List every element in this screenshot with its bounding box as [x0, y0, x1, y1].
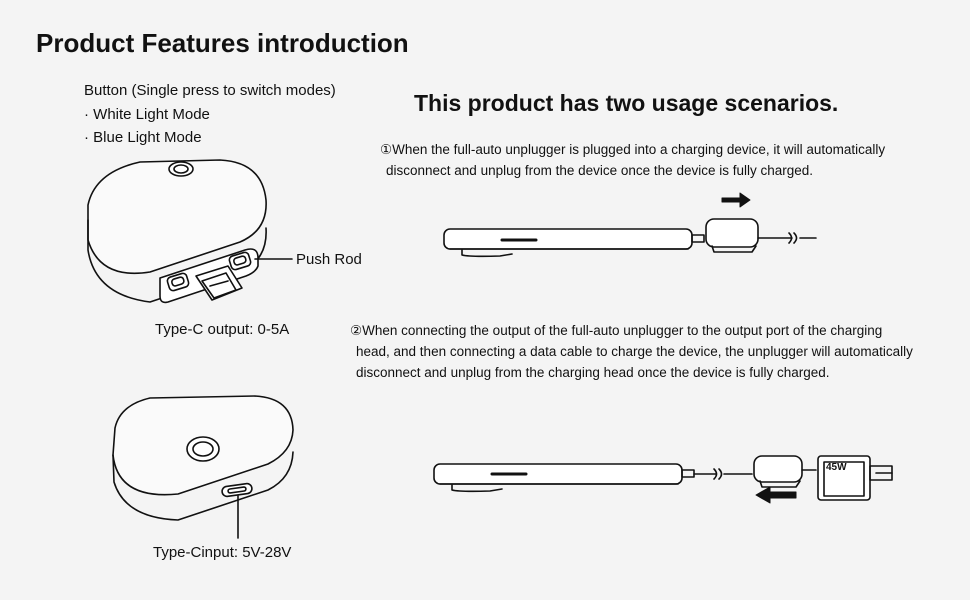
charger-label: 45W: [826, 462, 847, 473]
scenario2-text: ②When connecting the output of the full-…: [350, 320, 965, 383]
mode-blue-label: · Blue Light Mode: [84, 129, 202, 146]
type-c-input-label: Type-Cinput: 5V-28V: [153, 544, 292, 561]
page-title: Product Features introduction: [36, 28, 409, 58]
scenario1-line2: disconnect and unplug from the device on…: [386, 163, 814, 178]
type-c-output-label: Type-C output: 0-5A: [155, 321, 290, 338]
arrow-right-icon: [721, 192, 751, 208]
arrow-left-icon: [755, 486, 797, 504]
scenario2-line2: head, and then connecting a data cable t…: [356, 344, 913, 359]
scenario1-text: ①When the full-auto unplugger is plugged…: [380, 139, 965, 181]
scenario2-line1: ②When connecting the output of the full-…: [350, 323, 883, 338]
device-front-view: [87, 159, 293, 304]
mode-white-label: · White Light Mode: [84, 106, 210, 123]
device-back-view: [112, 395, 294, 539]
scenario2-line3: disconnect and unplug from the charging …: [356, 365, 830, 380]
push-rod-label: Push Rod: [296, 251, 362, 268]
scenarios-title: This product has two usage scenarios.: [414, 90, 839, 116]
scenario1-line1: ①When the full-auto unplugger is plugged…: [380, 142, 886, 157]
scenario2-diagram: [433, 455, 893, 501]
scenario1-diagram: [443, 218, 817, 258]
button-label: Button (Single press to switch modes): [84, 82, 336, 99]
